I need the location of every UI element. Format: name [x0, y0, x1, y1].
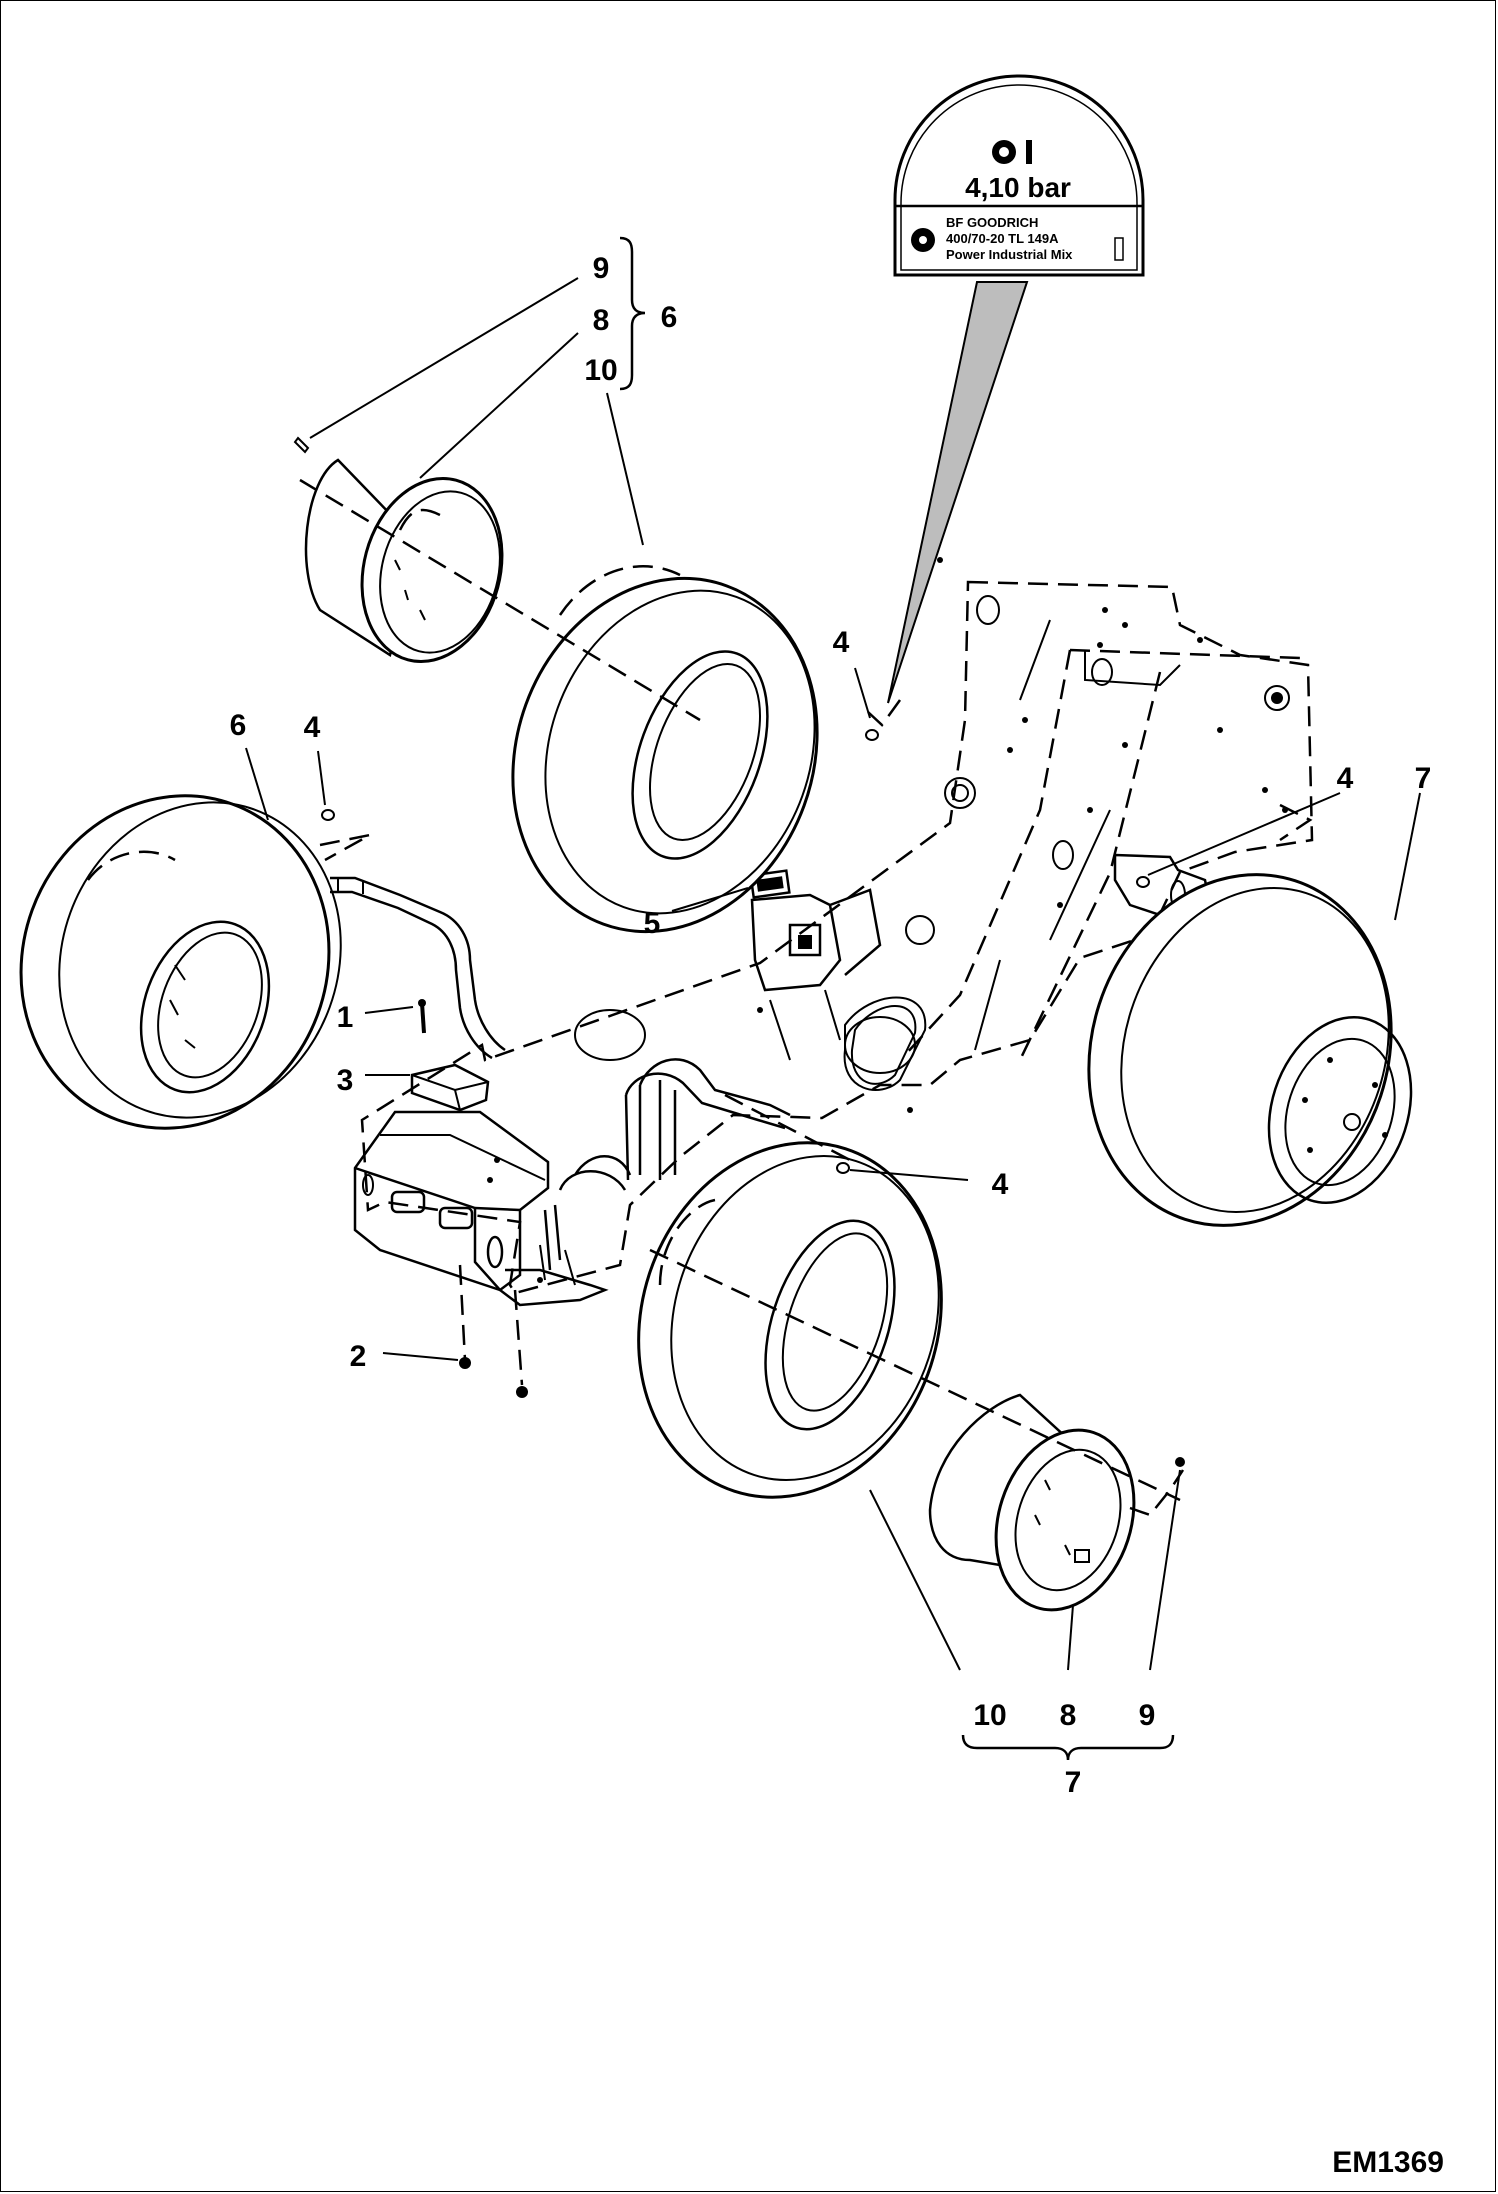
rim-lower — [928, 1393, 1136, 1612]
callout-4-left: 4 — [304, 711, 321, 744]
callout-labels: 9 8 10 6 4 6 4 4 7 5 1 3 4 2 10 8 9 7 — [230, 252, 1432, 1799]
front-bumper — [353, 1110, 609, 1307]
callout-9-lower: 9 — [1139, 1699, 1156, 1732]
callout-6-left: 6 — [230, 709, 247, 742]
callout-9-upper: 9 — [593, 252, 610, 285]
brace-lower — [961, 1734, 1175, 1761]
tire-icon — [992, 140, 1032, 164]
callout-8-lower: 8 — [1060, 1699, 1077, 1732]
tire-left-front — [19, 794, 342, 1130]
label-pointer — [887, 281, 1029, 704]
callout-4-top: 4 — [833, 626, 850, 659]
drawing-code: EM1369 — [1332, 2146, 1444, 2179]
small-fasteners — [293, 436, 1185, 1467]
tire-right-front — [1087, 873, 1413, 1227]
rim-upper — [304, 458, 504, 664]
rear-tube-bar — [543, 1058, 791, 1271]
tire-model: Power Industrial Mix — [946, 247, 1073, 262]
center-valve-block — [749, 869, 882, 1061]
callout-2: 2 — [350, 1340, 367, 1373]
callout-4-bottom: 4 — [992, 1168, 1009, 1201]
assembly-center-lines — [299, 478, 1313, 1517]
steering-link — [330, 876, 506, 1060]
tire-pressure: 4,10 bar — [965, 172, 1071, 203]
tire-small-icon — [911, 228, 935, 252]
callout-8-upper: 8 — [593, 304, 610, 337]
chassis-frame — [360, 557, 1314, 1295]
callout-10-upper: 10 — [584, 354, 617, 387]
tire-label-sticker: 4,10 bar BF GOODRICH 400/70-20 TL 149A P… — [893, 74, 1145, 277]
tire-rear-lower — [637, 1141, 943, 1499]
pad-part-3 — [410, 1063, 490, 1112]
callout-6-upper: 6 — [661, 301, 678, 334]
tire-rear-upper — [511, 565, 819, 934]
callout-1: 1 — [337, 1001, 354, 1034]
brace-upper — [619, 236, 646, 391]
tire-size: 400/70-20 TL 149A — [946, 231, 1059, 246]
callout-3: 3 — [337, 1064, 354, 1097]
pin-part-1 — [418, 999, 426, 1034]
callout-4-right: 4 — [1337, 762, 1354, 795]
callout-7-lower: 7 — [1065, 1766, 1082, 1799]
tire-brand: BF GOODRICH — [946, 215, 1038, 230]
callout-7-right: 7 — [1415, 762, 1432, 795]
callout-10-lower: 10 — [973, 1699, 1006, 1732]
leader-lines — [245, 277, 1421, 1671]
callout-5: 5 — [644, 907, 661, 940]
